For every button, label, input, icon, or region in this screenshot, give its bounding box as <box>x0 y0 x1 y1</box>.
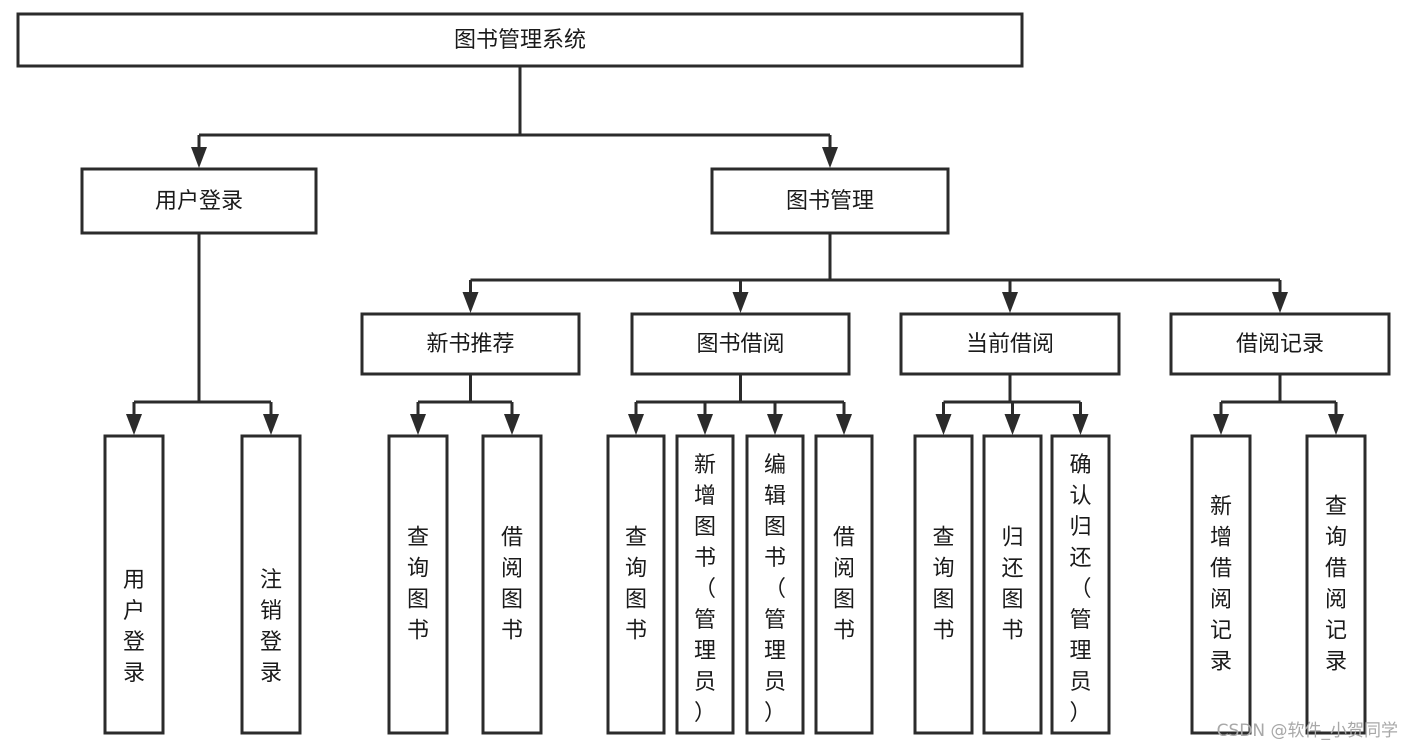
node-label-vertical: 借阅图书 <box>833 526 855 644</box>
connector-group-l2c <box>935 374 1089 435</box>
arrowhead-icon <box>1002 292 1018 313</box>
node-box[interactable] <box>710 167 950 235</box>
node-label-vertical: 注销登录 <box>260 568 282 686</box>
arrowhead-icon <box>935 414 952 435</box>
arrowhead-icon <box>1272 292 1288 313</box>
arrowhead-icon <box>1328 414 1344 435</box>
node-leaf4[interactable]: 借阅图书 <box>481 434 543 735</box>
node-l2b[interactable]: 图书借阅 <box>630 312 851 376</box>
node-label: 图书管理 <box>786 189 874 214</box>
connector-layer <box>126 66 1344 435</box>
node-box[interactable] <box>675 434 735 735</box>
arrowhead-icon <box>697 414 713 435</box>
node-box[interactable] <box>481 434 543 735</box>
arrowhead-icon <box>504 414 520 435</box>
node-label-vertical: 确认归还（管理员） <box>1069 453 1091 726</box>
node-label-vertical: 查询图书 <box>407 526 429 644</box>
connector-group-root <box>191 66 838 168</box>
node-leaf12[interactable]: 新增借阅记录 <box>1190 434 1252 735</box>
node-leaf8[interactable]: 借阅图书 <box>814 434 874 735</box>
arrowhead-icon <box>263 414 279 435</box>
arrowhead-icon <box>126 414 142 435</box>
arrowhead-icon <box>822 147 838 168</box>
node-label-vertical: 新增借阅记录 <box>1210 495 1232 675</box>
node-leaf11[interactable]: 确认归还（管理员） <box>1050 434 1111 735</box>
node-leaf9[interactable]: 查询图书 <box>913 434 974 735</box>
node-box[interactable] <box>1169 312 1391 376</box>
connector-group-l1a <box>126 233 279 435</box>
node-label-vertical: 查询借阅记录 <box>1325 495 1347 675</box>
node-box[interactable] <box>80 167 318 235</box>
node-label-vertical: 查询图书 <box>932 526 954 644</box>
node-label-vertical: 新增图书（管理员） <box>694 453 716 726</box>
node-label-vertical: 编辑图书（管理员） <box>764 453 786 726</box>
node-label: 图书管理系统 <box>454 28 586 53</box>
node-leaf13[interactable]: 查询借阅记录 <box>1305 434 1367 735</box>
arrowhead-icon <box>191 147 207 168</box>
node-box[interactable] <box>360 312 581 376</box>
node-leaf2[interactable]: 注销登录 <box>240 434 302 735</box>
node-leaf1[interactable]: 用户登录 <box>103 434 165 735</box>
connector-group-l2a <box>410 374 520 435</box>
arrowhead-icon <box>628 414 644 435</box>
node-l2d[interactable]: 借阅记录 <box>1169 312 1391 376</box>
node-label: 借阅记录 <box>1236 332 1324 357</box>
arrowhead-icon <box>1072 414 1089 435</box>
node-label: 用户登录 <box>155 189 243 214</box>
node-box[interactable] <box>387 434 449 735</box>
node-box[interactable] <box>899 312 1121 376</box>
node-box[interactable] <box>982 434 1043 735</box>
watermark-text: CSDN @软件_小贺同学 <box>1217 721 1398 741</box>
node-label-vertical: 归还图书 <box>1001 526 1023 644</box>
node-label-vertical: 用户登录 <box>123 568 145 686</box>
node-label-vertical: 查询图书 <box>625 526 647 644</box>
node-root[interactable]: 图书管理系统 <box>16 12 1024 68</box>
node-l1b[interactable]: 图书管理 <box>710 167 950 235</box>
node-box[interactable] <box>240 434 302 735</box>
arrowhead-icon <box>462 292 479 313</box>
node-box[interactable] <box>103 434 165 735</box>
arrowhead-icon <box>836 414 852 435</box>
node-l1a[interactable]: 用户登录 <box>80 167 318 235</box>
node-box[interactable] <box>1050 434 1111 735</box>
connector-group-l2d <box>1213 374 1344 435</box>
node-leaf3[interactable]: 查询图书 <box>387 434 449 735</box>
node-box[interactable] <box>1305 434 1367 735</box>
arrowhead-icon <box>1004 414 1021 435</box>
node-label-vertical: 借阅图书 <box>501 526 523 644</box>
node-leaf10[interactable]: 归还图书 <box>982 434 1043 735</box>
arrowhead-icon <box>1213 414 1229 435</box>
node-leaf6[interactable]: 新增图书（管理员） <box>675 434 735 735</box>
arrowhead-icon <box>767 414 783 435</box>
node-box[interactable] <box>913 434 974 735</box>
connector-group-l2b <box>628 374 852 435</box>
node-box[interactable] <box>630 312 851 376</box>
node-l2a[interactable]: 新书推荐 <box>360 312 581 376</box>
node-label: 图书借阅 <box>696 332 784 357</box>
node-label: 新书推荐 <box>426 332 514 357</box>
node-leaf7[interactable]: 编辑图书（管理员） <box>745 434 805 735</box>
node-box[interactable] <box>745 434 805 735</box>
arrowhead-icon <box>410 414 426 435</box>
arrowhead-icon <box>732 292 749 313</box>
node-leaf5[interactable]: 查询图书 <box>606 434 666 735</box>
node-l2c[interactable]: 当前借阅 <box>899 312 1121 376</box>
node-box[interactable] <box>606 434 666 735</box>
node-label: 当前借阅 <box>966 332 1054 357</box>
node-box[interactable] <box>1190 434 1252 735</box>
node-box[interactable] <box>16 12 1024 68</box>
connector-group-l1b <box>462 233 1288 313</box>
node-layer: 图书管理系统用户登录图书管理新书推荐图书借阅当前借阅借阅记录用户登录注销登录查询… <box>16 12 1391 735</box>
node-box[interactable] <box>814 434 874 735</box>
